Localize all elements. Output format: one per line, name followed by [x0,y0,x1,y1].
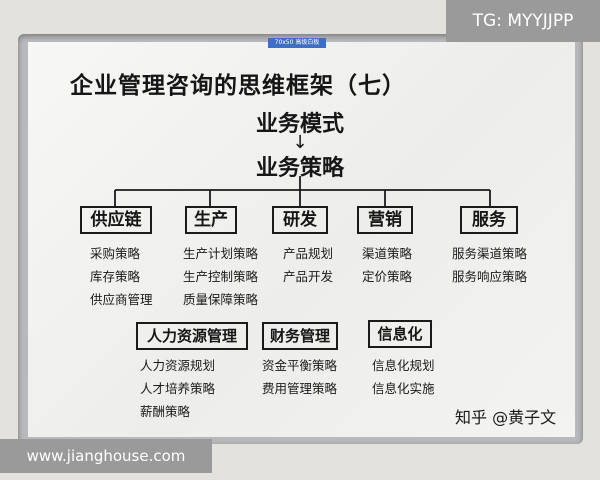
list-item: 渠道策略 [362,246,413,261]
down-arrow: ↓ [292,132,308,153]
list-item: 信息化实施 [372,381,435,396]
list-item: 生产控制策略 [183,269,259,284]
list-item: 资金平衡策略 [262,358,338,373]
finance-items: 资金平衡策略 费用管理策略 [262,354,337,400]
category-rnd: 研发 [272,206,328,234]
category-finance-management: 财务管理 [262,322,338,350]
list-item: 人才培养策略 [140,381,216,396]
list-item: 薪酬策略 [140,404,191,419]
informatization-items: 信息化规划 信息化实施 [372,354,435,400]
list-item: 人力资源规划 [140,358,216,373]
list-item: 服务渠道策略 [452,246,528,261]
marketing-items: 渠道策略 定价策略 [362,242,412,288]
list-item: 定价策略 [362,269,413,284]
category-service: 服务 [460,206,518,234]
whiteboard [28,42,575,437]
production-items: 生产计划策略 生产控制策略 质量保障策略 [183,242,258,311]
list-item: 采购策略 [90,246,141,261]
website-watermark: www.jianghouse.com [0,439,212,473]
category-informatization: 信息化 [368,320,432,348]
board-sticker: 70x50 高级白板 [268,38,326,48]
category-production: 生产 [185,206,237,234]
list-item: 服务响应策略 [452,269,528,284]
list-item: 质量保障策略 [183,292,259,307]
hr-items: 人力资源规划 人才培养策略 薪酬策略 [140,354,215,423]
rnd-items: 产品规划 产品开发 [283,242,333,288]
supply-chain-items: 采购策略 库存策略 供应商管理 [90,242,153,311]
business-strategy-heading: 业务策略 [255,156,344,181]
telegram-watermark: TG: MYYJJPP [446,0,600,42]
list-item: 产品规划 [283,246,334,261]
list-item: 供应商管理 [90,292,153,307]
list-item: 产品开发 [283,269,334,284]
business-model-heading: 业务模式 [255,112,344,137]
list-item: 库存策略 [90,269,141,284]
list-item: 生产计划策略 [183,246,259,261]
zhihu-watermark: 知乎 @黄子文 [455,408,557,427]
list-item: 信息化规划 [372,358,435,373]
category-supply-chain: 供应链 [80,206,152,234]
category-marketing: 营销 [357,206,413,234]
board-title: 企业管理咨询的思维框架（七） [70,73,406,99]
list-item: 费用管理策略 [262,381,338,396]
category-hr-management: 人力资源管理 [136,322,248,350]
service-items: 服务渠道策略 服务响应策略 [452,242,527,288]
